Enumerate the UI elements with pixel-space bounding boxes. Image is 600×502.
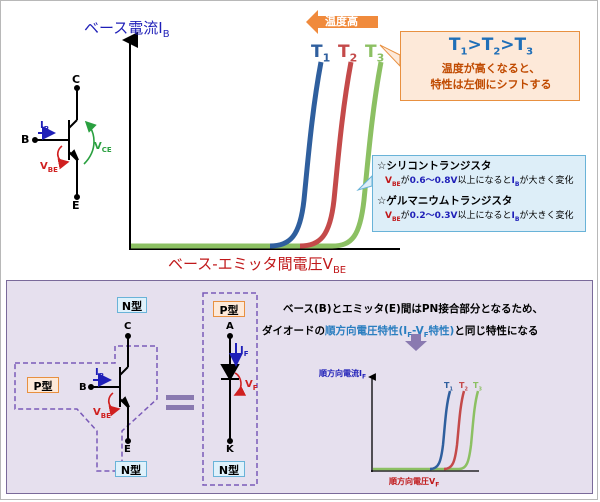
- x-axis-label: ベース-エミッタ間電圧VBE: [168, 255, 347, 276]
- curve-t1: [269, 61, 324, 249]
- down-arrow: [405, 334, 427, 351]
- vce-arrow: [83, 120, 97, 165]
- vbe-arrow-2: [107, 392, 121, 417]
- vbe-label: VBE: [40, 161, 58, 174]
- mini-y-label: 順方向電流IF: [319, 369, 367, 381]
- germanium-desc: VBEが0.2～0.3V以上になるとIBが大きく変化: [385, 211, 574, 223]
- n-type-diode: N型: [213, 461, 245, 477]
- temperature-arrow: [306, 10, 378, 34]
- n-type-top: N型: [117, 297, 147, 313]
- cathode-label: K: [226, 444, 234, 455]
- explanation-line-2: ダイオードの順方向電圧特性(IF-VF特性)と同じ特性になる: [262, 325, 539, 340]
- p-type-left: P型: [27, 377, 59, 393]
- diode-symbol: [220, 333, 240, 444]
- curve-t3: [131, 61, 384, 249]
- curve-label-t3: T3: [365, 42, 385, 65]
- note-line-1: 温度が高くなると、: [441, 62, 541, 75]
- bottom-diagram: [14, 292, 480, 486]
- mini-curve-t1: [429, 390, 452, 471]
- temperature-order: T1>T2>T3: [448, 35, 534, 58]
- transistor-symbol: [32, 85, 80, 200]
- mini-label-t3: T3: [473, 381, 482, 393]
- temperature-note: T1>T2>T3 温度が高くなると、 特性は左側にシフトする: [400, 31, 580, 101]
- curve-label-t1: T1: [311, 42, 331, 65]
- diode-outline: [202, 292, 258, 486]
- silicon-title: ☆シリコントランジスタ: [377, 160, 492, 172]
- top-diagram: [32, 10, 401, 250]
- pn-region-outline: [14, 345, 158, 472]
- explanation-line-1: ベース(B)とエミッタ(E)間はPN接合部分となるため、: [283, 303, 544, 315]
- silicon-desc: VBEが0.6～0.8V以上になるとIBが大きく変化: [385, 176, 574, 188]
- base-label-2: B: [79, 382, 87, 393]
- anode-label: A: [226, 321, 234, 332]
- vf-arrow: [233, 372, 247, 396]
- vce-label: VCE: [94, 141, 112, 154]
- mini-x-label: 順方向電圧VF: [389, 477, 440, 489]
- emitter-label: E: [72, 199, 80, 212]
- ib-label-2: IB: [95, 367, 105, 380]
- temperature-arrow-label: 温度高: [325, 15, 358, 28]
- mini-label-t2: T2: [459, 381, 468, 393]
- if-label: IF: [240, 345, 249, 358]
- n-type-bottom: N型: [115, 461, 147, 477]
- materials-note: ☆シリコントランジスタ VBEが0.6～0.8V以上になるとIBが大きく変化 ☆…: [372, 155, 586, 232]
- equals-bottom: [166, 405, 194, 410]
- collector-label: C: [72, 73, 81, 86]
- mini-curve-t2: [443, 390, 466, 471]
- vf-label: VF: [245, 379, 258, 392]
- base-label: B: [21, 133, 30, 146]
- p-type-diode: P型: [213, 301, 245, 317]
- bottom-panel: N型 P型 N型 P型 N型 C B E IB VBE A K IF VF ベー…: [6, 280, 593, 494]
- curve-label-t2: T2: [338, 42, 358, 65]
- collector-label-2: C: [124, 321, 132, 332]
- note-line-2: 特性は左側にシフトする: [430, 78, 552, 91]
- vbe-arrow: [56, 145, 70, 170]
- curve-t2: [299, 61, 354, 249]
- germanium-title: ☆ゲルマニウムトランジスタ: [377, 195, 513, 207]
- ib-label: IB: [40, 120, 50, 133]
- mini-curve-t3: [373, 390, 480, 471]
- emitter-label-2: E: [124, 444, 131, 455]
- transistor-symbol-2: [88, 333, 131, 444]
- vbe-label-2: VBE: [93, 407, 111, 420]
- mini-label-t1: T1: [444, 381, 453, 393]
- y-axis-label: ベース電流IB: [84, 19, 170, 40]
- equals-top: [166, 395, 194, 400]
